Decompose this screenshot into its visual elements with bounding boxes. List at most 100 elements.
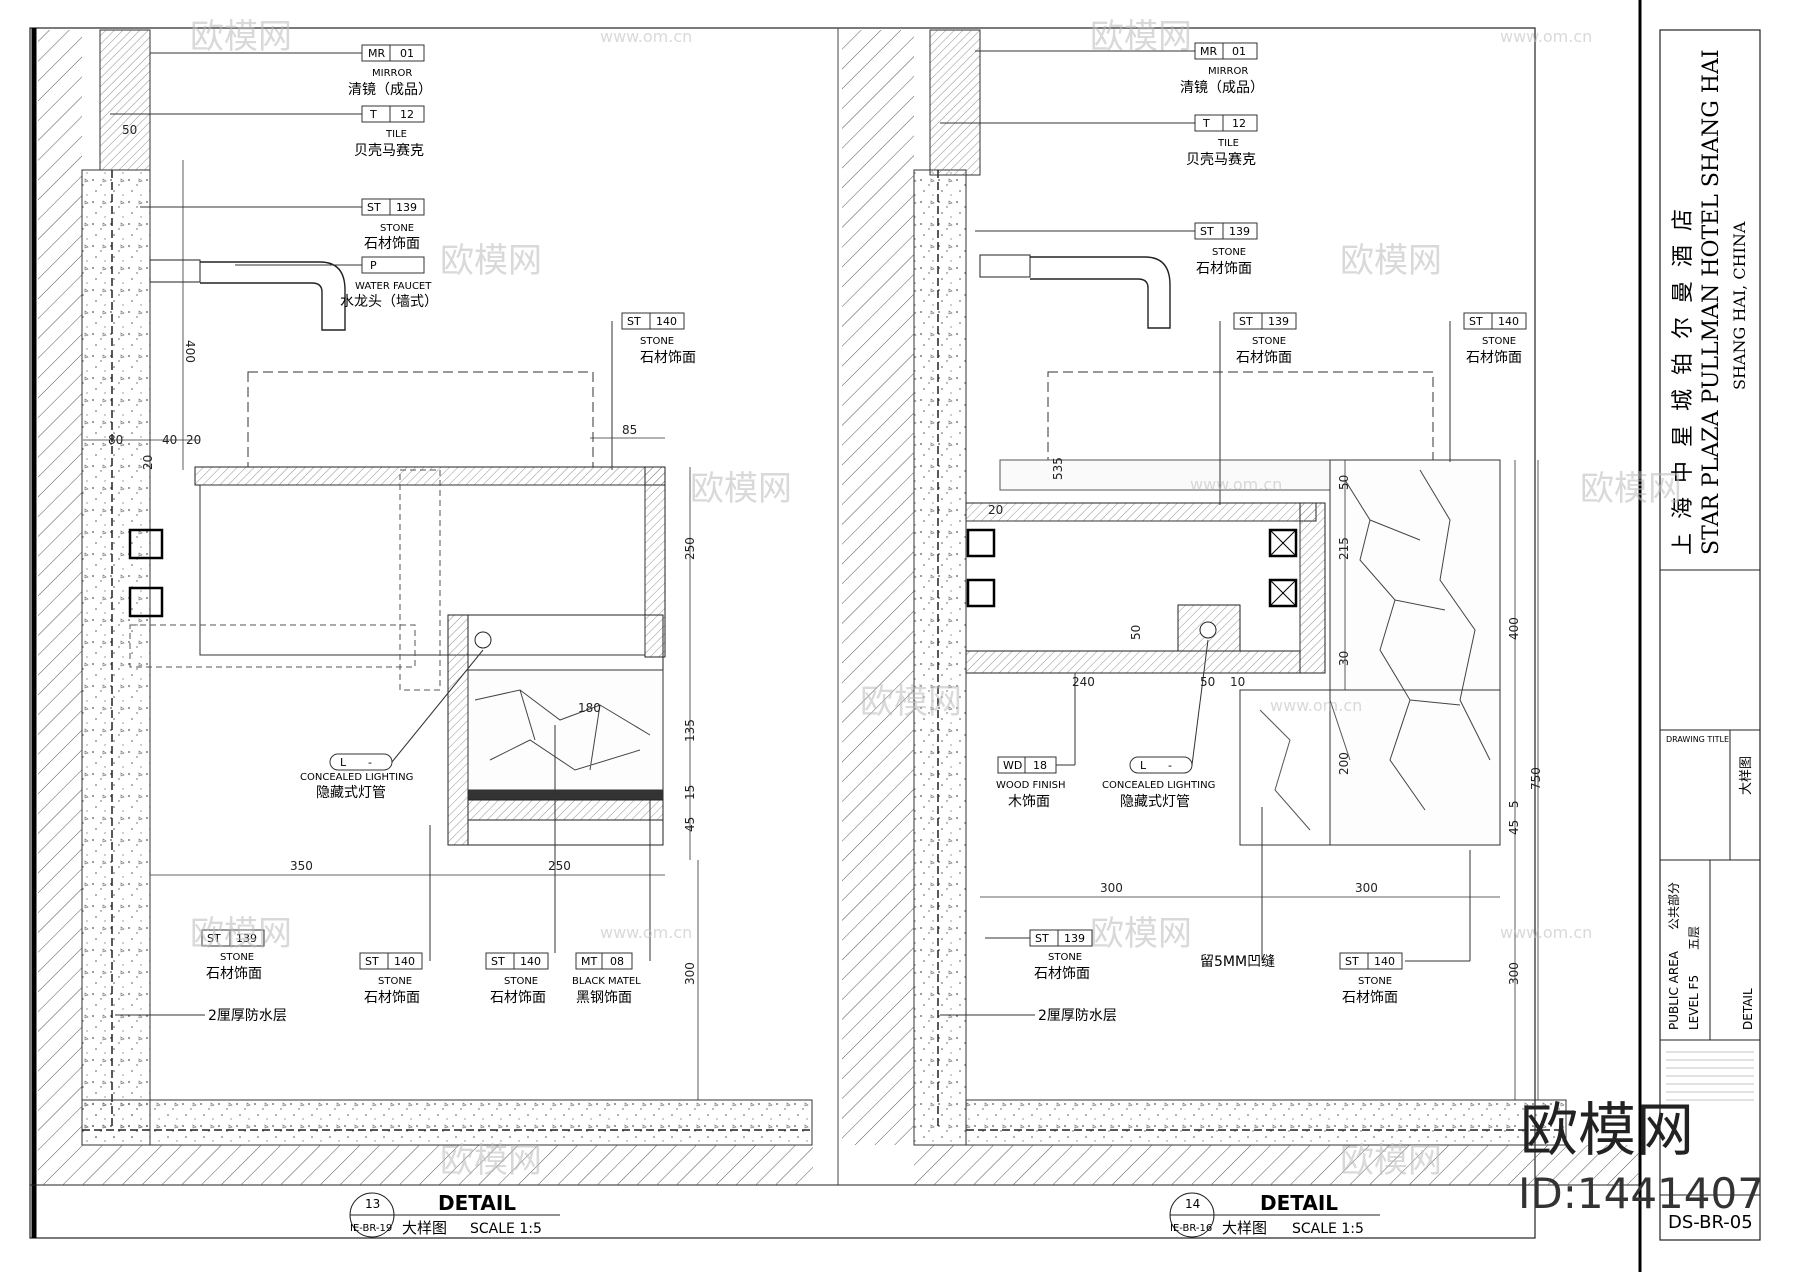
left-floor-screed: [81, 1099, 813, 1146]
svg-text:上海中星城铂尔曼酒店: 上海中星城铂尔曼酒店: [1671, 195, 1696, 555]
right-detail: [842, 29, 1639, 1185]
svg-text:贝壳马赛克: 贝壳马赛克: [1186, 151, 1256, 168]
svg-text:欧模网: 欧模网: [1520, 1096, 1694, 1164]
right-detail-title: 14 IE-BR-16 DETAIL 大样图 SCALE 1:5: [1169, 1191, 1380, 1238]
svg-text:13: 13: [365, 1197, 380, 1211]
right-marble-panel: [1329, 459, 1501, 846]
right-tag-stone-139-mid: ST 139 STONE 石材饰面: [1219, 312, 1297, 505]
svg-text:STONE: STONE: [640, 336, 674, 347]
svg-text:木饰面: 木饰面: [1008, 794, 1050, 810]
svg-text:140: 140: [1498, 315, 1519, 328]
left-bracket-2: [128, 586, 164, 618]
svg-text:250: 250: [683, 537, 697, 560]
svg-text:隐藏式灯管: 隐藏式灯管: [316, 785, 386, 801]
right-note-waterproof: 2厘厚防水层: [940, 1008, 1117, 1024]
svg-text:140: 140: [394, 955, 415, 968]
svg-text:ST: ST: [1345, 955, 1359, 968]
svg-text:40: 40: [162, 433, 177, 447]
right-countertop: [965, 502, 1317, 522]
svg-text:STONE: STONE: [1482, 336, 1516, 347]
svg-text:140: 140: [656, 315, 677, 328]
svg-text:清镜（成品）: 清镜（成品）: [1180, 80, 1264, 96]
svg-text:ID:1441407: ID:1441407: [1518, 1169, 1764, 1218]
svg-text:石材饰面: 石材饰面: [640, 350, 696, 366]
svg-text:400: 400: [183, 340, 197, 363]
svg-text:50: 50: [1337, 475, 1351, 490]
svg-text:200: 200: [1337, 752, 1351, 775]
svg-text:BLACK MATEL: BLACK MATEL: [572, 976, 641, 987]
svg-text:L: L: [1140, 759, 1147, 772]
svg-text:ST: ST: [1469, 315, 1483, 328]
svg-text:五层: 五层: [1687, 926, 1701, 950]
left-marble-panel: [467, 669, 664, 791]
svg-text:IE-BR-19: IE-BR-19: [350, 1223, 392, 1234]
svg-text:139: 139: [236, 932, 257, 945]
svg-text:240: 240: [1072, 675, 1095, 689]
svg-text:SCALE 1:5: SCALE 1:5: [1292, 1221, 1364, 1237]
svg-text:欧模网: 欧模网: [1090, 17, 1192, 57]
right-tag-stone-139-top: ST 139 STONE 石材饰面: [975, 222, 1258, 277]
svg-text:欧模网: 欧模网: [1340, 241, 1442, 281]
svg-text:公共部分: 公共部分: [1666, 882, 1681, 930]
svg-text:www.om.cn: www.om.cn: [600, 923, 692, 942]
svg-text:20: 20: [141, 455, 155, 470]
svg-text:250: 250: [548, 859, 571, 873]
svg-text:ST: ST: [491, 955, 505, 968]
left-black-steel-strip: [468, 790, 663, 800]
svg-text:215: 215: [1337, 537, 1351, 560]
title-block: 上海中星城铂尔曼酒店 STAR PLAZA PULLMAN HOTEL SHAN…: [1659, 29, 1761, 1241]
right-faucet: [979, 254, 1171, 329]
svg-text:180: 180: [578, 701, 601, 715]
svg-text:欧模网: 欧模网: [190, 17, 292, 57]
left-wall-hatch: [38, 30, 82, 1145]
left-bracket-1: [128, 528, 164, 560]
svg-text:2厘厚防水层: 2厘厚防水层: [208, 1008, 287, 1024]
svg-text:18: 18: [1033, 759, 1047, 772]
svg-text:50: 50: [1200, 675, 1215, 689]
svg-text:隐藏式灯管: 隐藏式灯管: [1120, 794, 1190, 810]
svg-text:08: 08: [610, 955, 624, 968]
left-detail: [38, 29, 813, 1185]
svg-text:石材饰面: 石材饰面: [1342, 990, 1398, 1006]
left-tag-tile: T 12 TILE 贝壳马赛克: [110, 105, 425, 159]
svg-text:WATER FAUCET: WATER FAUCET: [355, 281, 432, 292]
left-tag-stone-140-a: ST 140 STONE 石材饰面: [359, 825, 431, 1006]
left-tag-black-metal: MT 08 BLACK MATEL 黑钢饰面: [572, 800, 651, 1006]
svg-text:大样图: 大样图: [1739, 756, 1754, 795]
svg-text:-: -: [368, 756, 372, 769]
svg-text:ST: ST: [1239, 315, 1253, 328]
right-dimension-text: 535 20 50 215 50 30 240 50 10 400 200 75…: [988, 457, 1543, 985]
right-note-groove: 留5MM凹缝: [1200, 807, 1275, 970]
svg-text:STONE: STONE: [1212, 247, 1246, 258]
svg-text:20: 20: [988, 503, 1003, 517]
svg-text:ST: ST: [627, 315, 641, 328]
svg-text:石材饰面: 石材饰面: [1034, 966, 1090, 982]
svg-text:20: 20: [186, 433, 201, 447]
right-counter-edge: [999, 459, 1331, 491]
svg-text:DETAIL: DETAIL: [1260, 1191, 1338, 1215]
svg-text:STONE: STONE: [1358, 976, 1392, 987]
svg-text:139: 139: [1229, 225, 1250, 238]
svg-text:贝壳马赛克: 贝壳马赛克: [354, 142, 424, 159]
svg-text:CONCEALED LIGHTING: CONCEALED LIGHTING: [300, 772, 413, 783]
left-counter-body: [199, 484, 646, 656]
svg-text:10: 10: [1230, 675, 1245, 689]
watermark-layer: www.om.cn www.om.cn 欧模网 欧模网 欧模网 欧模网 欧模网 …: [190, 17, 1682, 1181]
svg-text:01: 01: [400, 47, 414, 60]
svg-text:STAR PLAZA PULLMAN HOTEL SHANG: STAR PLAZA PULLMAN HOTEL SHANG HAI: [1699, 49, 1724, 555]
right-tag-stone-140-right: ST 140 STONE 石材饰面: [1449, 312, 1527, 462]
svg-text:TILE: TILE: [385, 129, 407, 140]
svg-text:L: L: [340, 756, 347, 769]
left-tags: MR 01 MIRROR 清镜（成品） T 12 TILE 贝壳马赛克 ST 1…: [110, 44, 696, 1024]
svg-text:石材饰面: 石材饰面: [490, 990, 546, 1006]
left-tag-light: L - CONCEALED LIGHTING 隐藏式灯管: [300, 649, 484, 801]
right-tag-light: L - CONCEALED LIGHTING 隐藏式灯管: [1102, 639, 1215, 810]
svg-text:5: 5: [1507, 800, 1521, 808]
svg-text:留5MM凹缝: 留5MM凹缝: [1200, 954, 1275, 970]
left-upper-tile: [99, 29, 151, 171]
svg-text:www.om.cn: www.om.cn: [1190, 475, 1282, 494]
svg-text:石材饰面: 石材饰面: [1196, 261, 1252, 277]
svg-text:400: 400: [1507, 617, 1521, 640]
svg-text:石材饰面: 石材饰面: [1466, 350, 1522, 366]
svg-text:MR: MR: [368, 47, 385, 60]
